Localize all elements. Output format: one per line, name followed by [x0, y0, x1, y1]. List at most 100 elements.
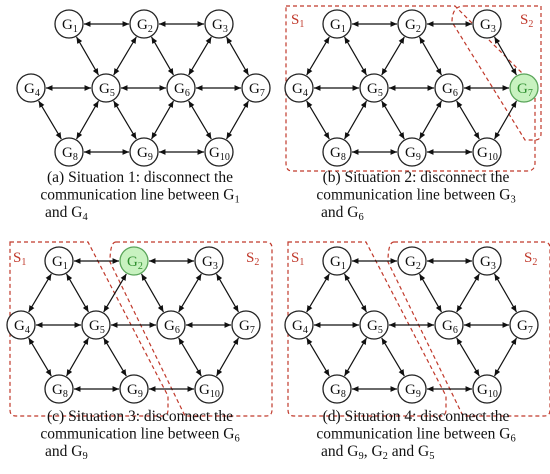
node-label-g5: G5: [367, 318, 383, 336]
link-g5-g8: [65, 337, 90, 377]
link-g3-g6: [178, 273, 202, 313]
link-g1-g4: [28, 273, 52, 313]
node-g2: [129, 9, 159, 39]
link-g6-g10: [456, 337, 480, 377]
node-g4: [6, 310, 36, 340]
link-g7-g10: [493, 100, 518, 140]
link-g5-g9: [103, 337, 127, 377]
node-g5: [91, 73, 121, 103]
caption-line-2: communication line between G1: [40, 187, 239, 206]
node-label-g9: G9: [405, 145, 421, 163]
link-g3-g7: [493, 273, 518, 313]
node-label-g5: G5: [367, 81, 383, 99]
node-g6: [166, 73, 196, 103]
node-label-g2: G2: [405, 254, 421, 272]
node-label-g1: G1: [52, 254, 68, 272]
link-g6-g10: [178, 337, 202, 377]
link-g6-g9: [418, 100, 443, 140]
node-label-g4: G4: [14, 318, 30, 336]
node-g9: [119, 374, 149, 404]
node-g2: [119, 246, 149, 276]
link-g3-g7: [493, 36, 518, 76]
node-label-g3: G3: [480, 17, 496, 35]
link-g3-g6: [456, 273, 480, 313]
node-label-g6: G6: [174, 81, 190, 99]
region-label-s2: S2: [524, 250, 537, 268]
link-g2-g6: [418, 36, 443, 76]
link-g2-g6: [418, 273, 443, 313]
link-g1-g5: [65, 273, 90, 313]
caption-line-3: and G9: [45, 443, 88, 462]
node-label-g1: G1: [62, 17, 78, 35]
node-label-g1: G1: [330, 17, 346, 35]
link-g5-g9: [381, 337, 405, 377]
link-g2-g5: [113, 36, 137, 76]
node-label-g9: G9: [405, 382, 421, 400]
node-g2: [397, 246, 427, 276]
caption-line-2: communication line between G3: [316, 187, 515, 206]
node-g8: [322, 137, 352, 167]
caption-line-3: and G6: [321, 204, 364, 223]
caption-line-1: (d) Situation 4: disconnect the: [323, 408, 510, 425]
node-label-g2: G2: [127, 254, 143, 272]
node-label-g8: G8: [330, 145, 346, 163]
node-g5: [359, 73, 389, 103]
node-label-g3: G3: [202, 254, 218, 272]
node-g6: [156, 310, 186, 340]
caption-line-2: communication line between G6: [40, 426, 239, 445]
region-s1: [285, 5, 536, 172]
node-label-g10: G10: [209, 145, 230, 163]
caption-line-1: (b) Situation 2: disconnect the: [323, 169, 510, 186]
node-label-g2: G2: [405, 17, 421, 35]
node-label-g1: G1: [330, 254, 346, 272]
node-g7: [231, 310, 261, 340]
node-g9: [397, 374, 427, 404]
node-label-g8: G8: [62, 145, 78, 163]
link-g6-g10: [456, 100, 480, 140]
node-label-g10: G10: [477, 382, 498, 400]
node-g1: [322, 9, 352, 39]
node-label-g10: G10: [199, 382, 220, 400]
link-g3-g7: [225, 36, 250, 76]
link-g4-g8: [38, 100, 62, 140]
node-label-g10: G10: [477, 145, 498, 163]
node-g10: [472, 374, 502, 404]
region-s1: [9, 241, 169, 417]
node-label-g9: G9: [137, 145, 153, 163]
region-label-s1: S1: [291, 250, 304, 268]
link-g2-g5: [381, 36, 405, 76]
node-g7: [241, 73, 271, 103]
node-label-g4: G4: [292, 318, 308, 336]
node-g10: [204, 137, 234, 167]
link-g1-g5: [343, 273, 368, 313]
node-label-g3: G3: [212, 17, 228, 35]
caption-line-2: communication line between G6: [316, 426, 515, 445]
link-g7-g10: [493, 337, 518, 377]
link-g1-g5: [75, 36, 100, 76]
region-s2: [387, 241, 550, 417]
node-g10: [472, 137, 502, 167]
region-label-s1: S1: [13, 250, 26, 268]
node-g4: [284, 310, 314, 340]
node-g8: [44, 374, 74, 404]
caption-line-3: and G9, G2 and G5: [321, 443, 434, 462]
link-g5-g9: [381, 100, 405, 140]
node-label-g5: G5: [89, 318, 105, 336]
node-g6: [434, 310, 464, 340]
link-g4-g8: [306, 100, 330, 140]
node-g9: [129, 137, 159, 167]
link-g6-g10: [188, 100, 212, 140]
region-label-s2: S2: [246, 250, 259, 268]
link-g4-g8: [28, 337, 52, 377]
node-label-g6: G6: [442, 318, 458, 336]
node-label-g7: G7: [239, 318, 255, 336]
node-label-g8: G8: [330, 382, 346, 400]
node-g8: [54, 137, 84, 167]
link-g2-g5: [103, 273, 127, 313]
node-g4: [16, 73, 46, 103]
node-label-g7: G7: [517, 318, 533, 336]
link-g7-g10: [225, 100, 250, 140]
